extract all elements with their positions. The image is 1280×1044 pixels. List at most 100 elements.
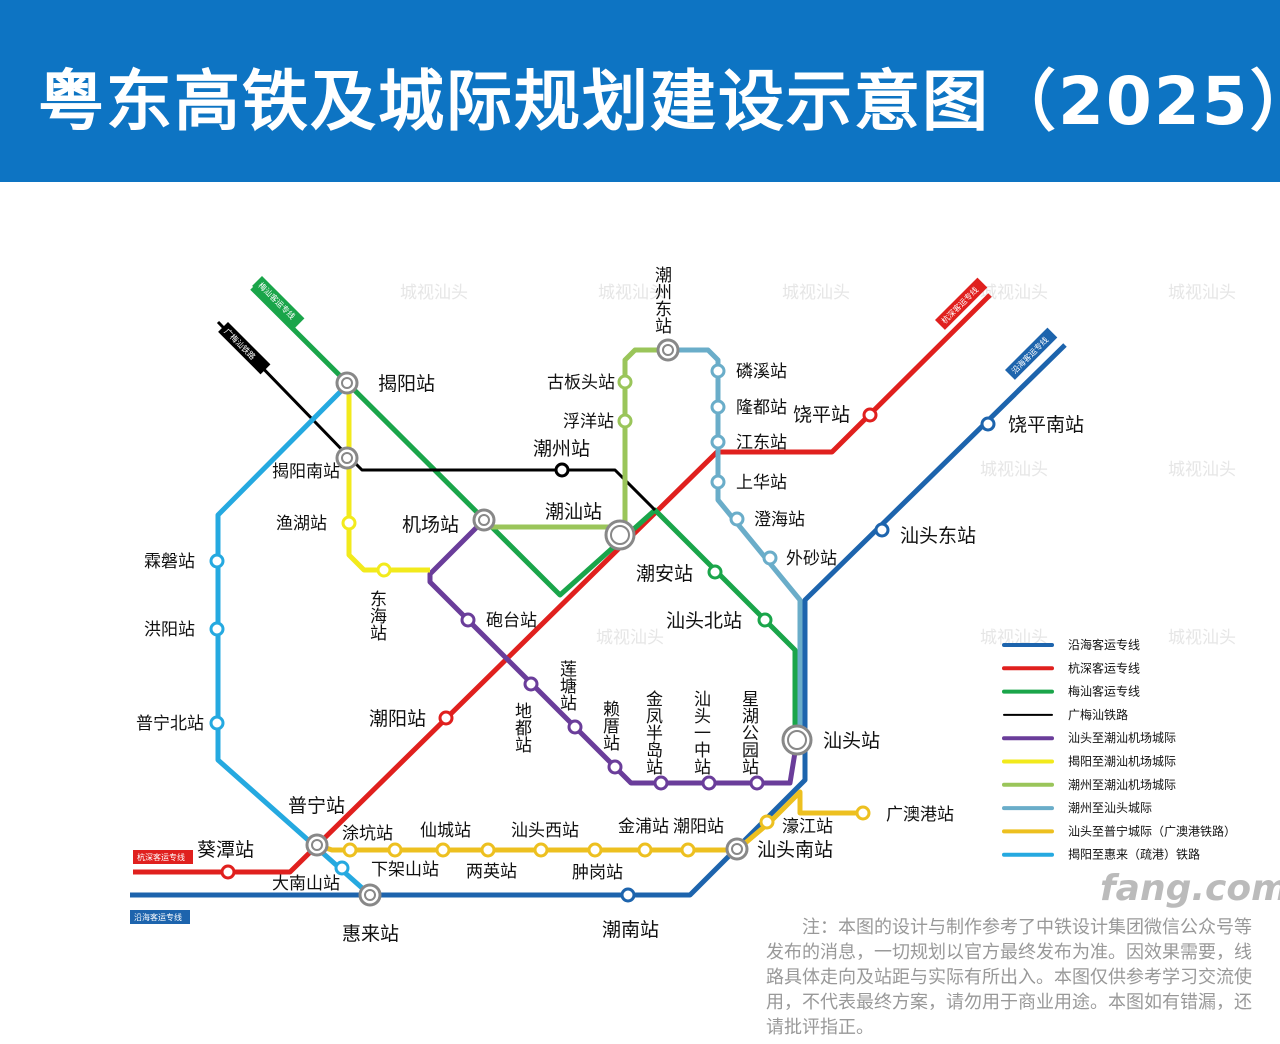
station[interactable]: 普宁北站 <box>136 714 225 734</box>
station[interactable]: 肿岗站 <box>572 842 623 883</box>
station[interactable]: 潮州站 <box>533 438 590 478</box>
station[interactable]: 古板头站 <box>547 373 633 393</box>
station-label: 葵潭站 <box>197 839 254 861</box>
station[interactable]: 浮洋站 <box>563 412 633 432</box>
station[interactable]: 洪阳站 <box>144 620 225 640</box>
station[interactable]: 揭阳站 <box>335 371 435 395</box>
watermark: 城视汕头 <box>1168 283 1236 303</box>
station[interactable]: 机场站 <box>402 508 496 536</box>
station-label: 广澳港站 <box>886 805 954 825</box>
station[interactable]: 赖厝站 <box>599 700 623 775</box>
svg-text:广梅汕铁路: 广梅汕铁路 <box>222 326 257 361</box>
station[interactable]: 饶平南站 <box>980 414 1084 436</box>
station[interactable]: 饶平站 <box>793 404 878 426</box>
station[interactable]: 砲台站 <box>460 611 537 631</box>
line-10[interactable] <box>215 381 372 897</box>
watermark: 城视汕头 <box>596 628 664 648</box>
station-label: 浮洋站 <box>563 412 614 432</box>
station-label: 潮安站 <box>636 563 693 585</box>
station-label: 金凤半岛站 <box>642 690 663 775</box>
station[interactable]: 隆都站 <box>710 398 787 418</box>
station-label: 隆都站 <box>736 398 787 418</box>
station-label: 潮阳站 <box>369 708 426 730</box>
station[interactable]: 广澳港站 <box>855 805 954 825</box>
line-badge: 梅汕客运专线 <box>252 276 305 329</box>
station-label: 霖磐站 <box>144 552 195 572</box>
station-label: 潮州东站 <box>651 266 672 334</box>
station[interactable]: 磷溪站 <box>710 362 787 382</box>
watermark: 城视汕头 <box>980 460 1048 480</box>
station[interactable]: 江东站 <box>710 433 787 453</box>
station-label: 普宁北站 <box>136 714 204 734</box>
line-7[interactable] <box>484 347 668 530</box>
station[interactable]: 揭阳南站 <box>272 446 359 482</box>
station-label: 机场站 <box>402 514 459 536</box>
legend-label: 揭阳至惠来（疏港）铁路 <box>1068 847 1200 862</box>
station-label: 上华站 <box>736 473 787 493</box>
station[interactable]: 莲塘站 <box>556 660 583 735</box>
station[interactable]: 惠来站 <box>342 883 399 945</box>
station[interactable]: 潮安站 <box>636 563 723 585</box>
station-label: 古板头站 <box>547 373 615 393</box>
station[interactable]: 潮州东站 <box>651 266 680 362</box>
station[interactable]: 外砂站 <box>762 549 837 569</box>
station[interactable]: 汕头一中站 <box>690 690 717 791</box>
line-6[interactable] <box>346 383 430 573</box>
station[interactable]: 汕头北站 <box>666 610 773 632</box>
watermark: 城视汕头 <box>1168 460 1236 480</box>
legend-label: 沿海客运专线 <box>1068 637 1140 652</box>
station[interactable]: 下架山站 <box>371 842 439 880</box>
line-4[interactable] <box>216 320 657 512</box>
station[interactable]: 东海站 <box>366 562 392 641</box>
legend-label: 广梅汕铁路 <box>1068 707 1128 722</box>
station-label: 砲台站 <box>486 611 537 631</box>
station[interactable]: 霖磐站 <box>144 552 225 572</box>
line-badge: 沿海客运专线 <box>1005 327 1058 380</box>
station-label: 饶平南站 <box>1008 414 1084 436</box>
station-label: 磷溪站 <box>736 362 787 382</box>
station[interactable]: 金浦站 <box>618 817 669 858</box>
fang-logo: fang.com <box>1100 868 1280 909</box>
station[interactable]: 渔湖站 <box>276 514 357 534</box>
watermark: 城视汕头 <box>400 283 468 303</box>
station-label: 东海站 <box>366 590 387 641</box>
station[interactable]: 潮汕站 <box>545 501 636 551</box>
station[interactable]: 汕头站 <box>781 724 880 756</box>
station-label: 汕头西站 <box>511 821 579 841</box>
station[interactable]: 潮南站 <box>602 887 659 941</box>
station-label: 金浦站 <box>618 817 669 837</box>
line-1[interactable] <box>130 343 1067 898</box>
station[interactable]: 地都站 <box>511 676 539 753</box>
watermark: 城视汕头 <box>782 283 850 303</box>
station[interactable]: 汕头南站 <box>725 837 833 861</box>
station-label: 饶平站 <box>793 404 850 426</box>
station[interactable]: 涂坑站 <box>342 824 393 858</box>
station[interactable]: 大南山站 <box>272 860 350 894</box>
station-label: 外砂站 <box>786 549 837 569</box>
station[interactable]: 潮阳站 <box>673 817 724 858</box>
station[interactable]: 两英站 <box>466 842 517 882</box>
station-label: 濠江站 <box>782 817 833 837</box>
station[interactable]: 濠江站 <box>759 814 833 837</box>
legend-label: 梅汕客运专线 <box>1068 684 1140 699</box>
station[interactable]: 上华站 <box>710 473 787 493</box>
station[interactable]: 汕头东站 <box>874 522 976 547</box>
station[interactable]: 仙城站 <box>420 821 471 858</box>
station[interactable]: 星湖公园站 <box>738 690 765 791</box>
station[interactable]: 普宁站 <box>288 795 345 857</box>
watermark: 城视汕头 <box>598 283 666 303</box>
line-badge: 沿海客运专线 <box>130 910 190 924</box>
station-label: 汕头站 <box>823 730 880 752</box>
page-title: 粤东高铁及城际规划建设示意图（2025） <box>38 63 1280 140</box>
station[interactable]: 金凤半岛站 <box>642 690 669 791</box>
legend-label: 杭深客运专线 <box>1068 660 1140 675</box>
legend-label: 潮州至汕头城际 <box>1068 800 1152 815</box>
station[interactable]: 葵潭站 <box>197 839 254 880</box>
line-8[interactable] <box>668 347 803 740</box>
station-label: 涂坑站 <box>342 824 393 844</box>
station[interactable]: 潮阳站 <box>369 708 454 730</box>
station-label: 潮阳站 <box>673 817 724 837</box>
station[interactable]: 澄海站 <box>729 510 805 530</box>
station[interactable]: 汕头西站 <box>511 821 579 858</box>
